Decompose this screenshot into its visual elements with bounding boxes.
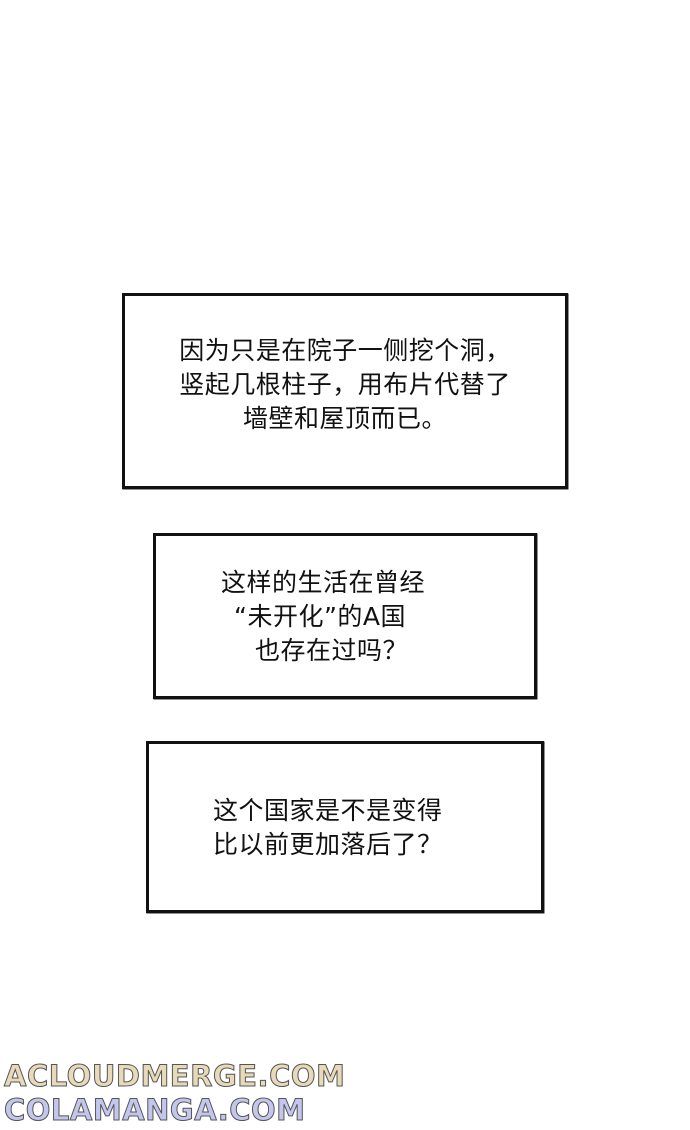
watermark-acloudmerge: ACLOUDMERGE.COM <box>3 1059 346 1093</box>
caption-line: 也存在过吗？ <box>255 636 409 665</box>
caption-line: 这样的生活在曾经 <box>221 568 426 597</box>
caption-line: 比以前更加落后了？ <box>213 830 443 859</box>
caption-line: 这个国家是不是变得 <box>213 796 443 825</box>
caption-text: 这个国家是不是变得 比以前更加落后了？ <box>149 794 541 862</box>
watermark-colamanga: COLAMANGA.COM <box>4 1093 306 1127</box>
caption-box-1: 因为只是在院子一侧挖个洞， 竖起几根柱子，用布片代替了 墙壁和屋顶而已。 <box>122 293 568 489</box>
caption-line: 因为只是在院子一侧挖个洞， <box>179 336 511 365</box>
caption-text: 因为只是在院子一侧挖个洞， 竖起几根柱子，用布片代替了 墙壁和屋顶而已。 <box>125 334 565 436</box>
caption-box-2: 这样的生活在曾经 “未开化”的A国 也存在过吗？ <box>153 533 537 699</box>
caption-line: 墙壁和屋顶而已。 <box>242 404 447 433</box>
caption-text: 这样的生活在曾经 “未开化”的A国 也存在过吗？ <box>156 566 534 668</box>
caption-line: 竖起几根柱子，用布片代替了 <box>179 370 511 399</box>
caption-box-3: 这个国家是不是变得 比以前更加落后了？ <box>146 741 544 913</box>
caption-line: “未开化”的A国 <box>234 602 407 631</box>
